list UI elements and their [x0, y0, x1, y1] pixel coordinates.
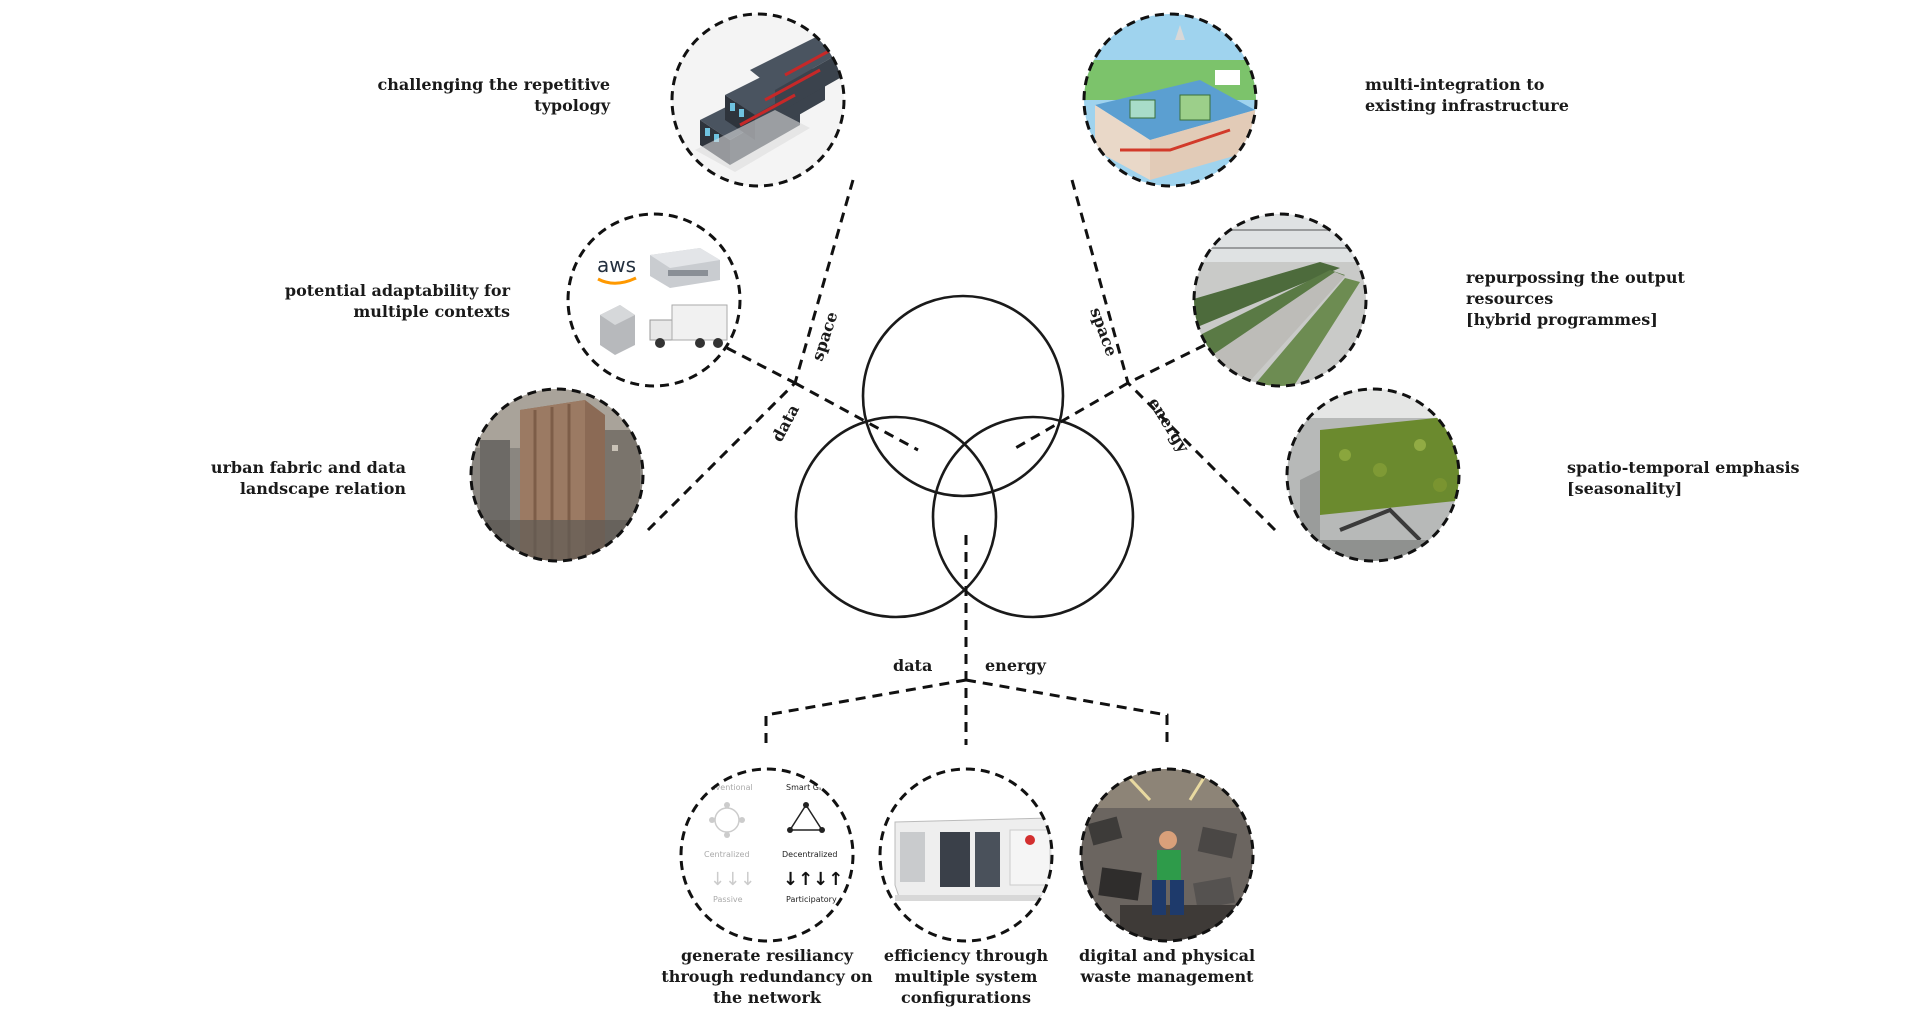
label-adaptability: potential adaptability for multiple cont…: [284, 281, 510, 321]
connector-space-left: [793, 179, 855, 384]
label-efficiency: efficiency through multiple system confi…: [883, 946, 1049, 1007]
venn-circle-data: [794, 415, 998, 619]
venn-circle-energy: [931, 415, 1135, 619]
grid-smart-text: Smart Grid: [786, 783, 830, 792]
label-repetitive-typology: challenging the repetitive typology: [377, 75, 610, 115]
label-waste: digital and physical waste management: [1078, 946, 1256, 986]
connector-space-right: [1070, 179, 1130, 384]
label-spatio-temporal: spatio-temporal emphasis [seasonality]: [1567, 458, 1800, 498]
image-e-waste: [1079, 767, 1255, 943]
label-repurposing: repurpossing the output resources [hybri…: [1466, 268, 1685, 329]
grid-decentralized-text: Decentralized: [782, 850, 837, 859]
label-space-right: space: [1086, 305, 1121, 359]
connector-data-left: [646, 381, 797, 532]
image-container-datacenter: [878, 767, 1054, 943]
venn-diagram: [794, 294, 1135, 619]
connector-bottom-right: [965, 678, 1169, 745]
aws-logo: aws: [597, 253, 636, 277]
svg-text:↓↑↓↑: ↓↑↓↑: [783, 869, 843, 890]
label-energy-right: energy: [1145, 394, 1194, 456]
grid-participatory-text: Participatory: [786, 895, 837, 904]
label-data-left: data: [768, 401, 803, 445]
connector-lines: [646, 179, 1277, 745]
label-energy-bottom: energy: [985, 656, 1047, 675]
connector-bottom-left: [764, 678, 967, 745]
connector-energy-right: [1126, 381, 1277, 532]
label-urban-fabric: urban fabric and data landscape relation: [210, 458, 406, 498]
label-resiliency: generate resiliancy through redundancy o…: [661, 946, 873, 1007]
image-green-wall: [1285, 387, 1461, 563]
grid-conventional-text: Conventional: [700, 783, 753, 792]
svg-text:↓↓↓: ↓↓↓: [710, 869, 755, 890]
connector-to-repurposing: [1127, 343, 1206, 385]
label-data-bottom: data: [893, 656, 932, 675]
grid-passive-text: Passive: [713, 895, 743, 904]
image-greenhouse: [1192, 212, 1368, 388]
venn-circle-space: [861, 294, 1065, 498]
image-adaptability: aws: [566, 212, 742, 388]
image-multi-integration: [1082, 12, 1258, 188]
label-multi-integration: multi-integration to existing infrastruc…: [1365, 75, 1569, 115]
connector-to-center-right: [1011, 381, 1129, 452]
grid-centralized-text: Centralized: [704, 850, 750, 859]
image-urban-fabric: [469, 387, 645, 563]
image-grid-diagram: Conventional Smart Grid Centralized Dece…: [679, 767, 855, 943]
image-server-racks: [670, 12, 846, 188]
connector-to-adaptability: [726, 346, 796, 385]
connector-to-center-left: [794, 381, 919, 452]
